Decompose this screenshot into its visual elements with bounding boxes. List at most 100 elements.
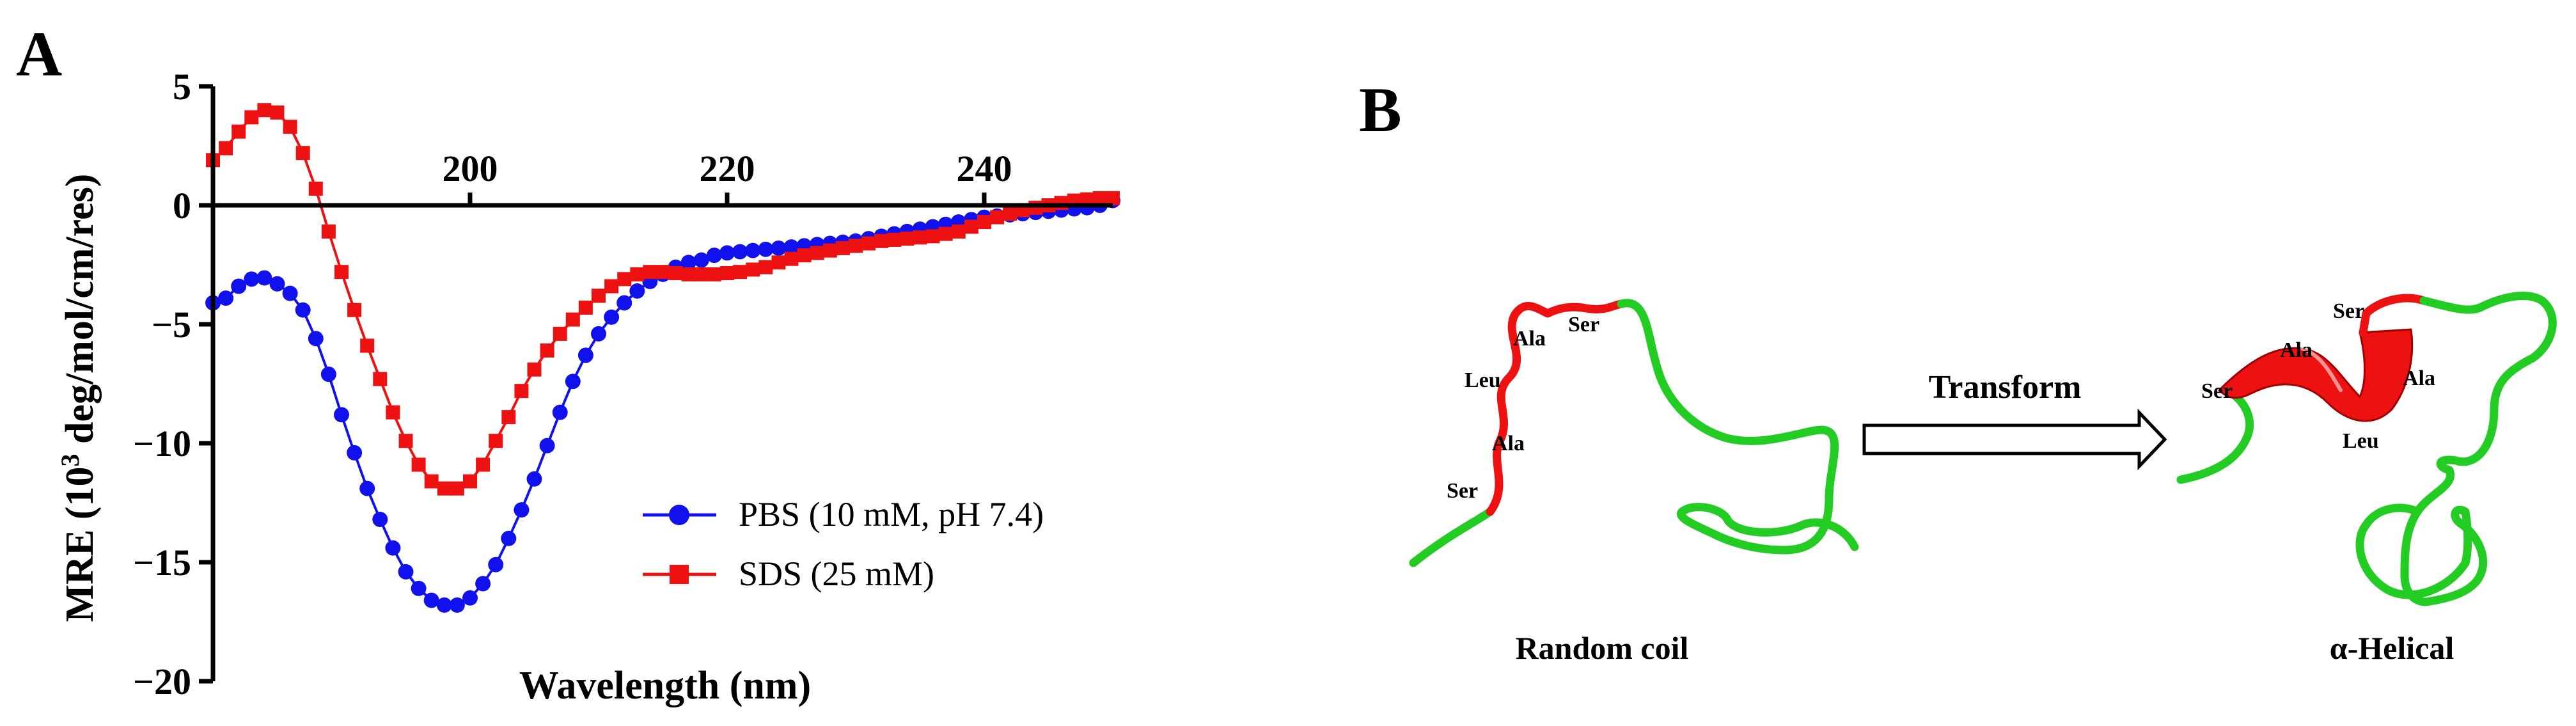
sds-point	[668, 266, 683, 281]
sds-point	[347, 303, 362, 317]
random-coil-red-segment	[1486, 299, 1626, 516]
sds-point	[578, 300, 593, 315]
sds-point	[990, 210, 1005, 225]
pbs-point	[398, 564, 414, 580]
sds-point	[321, 224, 336, 239]
sds-point	[489, 434, 503, 448]
transform-arrow: Transform	[1862, 369, 2167, 471]
sds-point	[398, 434, 413, 448]
sds-point	[822, 243, 837, 258]
pbs-line	[212, 199, 1113, 606]
sds-point	[656, 265, 670, 280]
helix-green-loop	[2355, 292, 2557, 606]
pbs-point	[218, 290, 234, 306]
helix-residue-2: Ala	[2280, 338, 2313, 362]
sds-point	[1080, 192, 1094, 207]
x-axis-title: Wavelength (nm)	[519, 664, 811, 707]
pbs-point	[411, 580, 427, 596]
helix-green-tail-left	[2176, 386, 2254, 484]
pbs-point	[231, 278, 247, 294]
pbs-point	[526, 471, 542, 487]
random-coil-residue-3: Leu	[1465, 368, 1501, 392]
sds-point	[437, 481, 452, 496]
pbs-point	[256, 270, 272, 286]
x-tick-label: 200	[443, 148, 498, 189]
panel-a-letter: A	[16, 19, 62, 90]
sds-point	[617, 272, 632, 287]
pbs-point	[282, 285, 298, 301]
sds-point	[1028, 200, 1043, 215]
pbs-point	[334, 407, 349, 423]
sds-point	[244, 110, 259, 125]
sds-point	[553, 326, 567, 341]
sds-point	[630, 267, 645, 281]
sds-point	[861, 236, 876, 251]
pbs-point	[436, 597, 452, 613]
sds-point	[849, 239, 863, 253]
sds-point	[771, 255, 786, 270]
sds-point	[784, 251, 799, 266]
random-coil-green-loop	[1617, 299, 1859, 555]
sds-point	[373, 372, 388, 386]
sds-point	[1054, 196, 1069, 210]
chart-legend: PBS (10 mM, pH 7.4) SDS (25 mM)	[643, 495, 1044, 593]
sds-point	[835, 241, 850, 255]
sds-point	[733, 265, 748, 280]
pbs-point	[308, 331, 324, 347]
pbs-point	[693, 252, 709, 268]
y-tick-label: −10	[133, 423, 191, 464]
sds-point	[1003, 207, 1017, 221]
sds-point	[540, 343, 554, 358]
pbs-point	[552, 404, 568, 420]
sds-point	[874, 233, 889, 248]
pbs-point	[244, 271, 260, 287]
legend-sds-marker	[670, 565, 689, 584]
sds-point	[900, 232, 915, 246]
pbs-point	[488, 556, 504, 572]
y-axis-title-units: deg/mol/cm/res)	[58, 174, 102, 454]
x-tick-label: 240	[957, 148, 1012, 189]
pbs-point	[617, 295, 632, 311]
pbs-point	[423, 592, 439, 608]
helix-residue-5: Leu	[2343, 429, 2379, 453]
legend-pbs-label: PBS (10 mM, pH 7.4)	[739, 495, 1044, 533]
sds-point	[334, 265, 349, 280]
pbs-point	[359, 480, 375, 496]
chart-axes	[210, 86, 1113, 681]
pbs-point	[706, 248, 722, 264]
helix-ribbon-highlight	[2300, 347, 2343, 392]
sds-point	[810, 246, 824, 260]
sds-point	[1106, 191, 1120, 205]
sds-point	[386, 405, 400, 420]
helix-red-connector	[2359, 294, 2428, 337]
pbs-point	[320, 367, 336, 383]
legend-sds-label: SDS (25 mM)	[739, 555, 934, 593]
random-coil-green-tail	[1409, 507, 1495, 567]
pbs-point	[591, 326, 606, 342]
sds-point	[938, 226, 953, 241]
sds-point	[501, 410, 516, 425]
sds-point	[720, 266, 734, 281]
y-tick-label: −20	[133, 661, 191, 702]
panel-b-letter: B	[1359, 74, 1402, 145]
sds-point	[308, 181, 323, 196]
pbs-point	[539, 438, 555, 454]
sds-point	[592, 288, 606, 303]
legend-pbs-marker	[669, 505, 689, 525]
helix-residue-3: Ser	[2333, 299, 2364, 323]
sds-point	[476, 457, 491, 472]
pbs-point	[719, 245, 735, 261]
y-tick-label: −15	[133, 542, 191, 583]
pbs-point	[475, 576, 491, 592]
sds-point	[964, 219, 978, 234]
sds-point	[270, 105, 285, 120]
sds-point	[913, 230, 927, 245]
pbs-point	[501, 530, 517, 546]
pbs-point	[385, 540, 401, 556]
sds-point	[450, 481, 464, 496]
alpha-helical-structure	[2176, 292, 2557, 606]
y-axis-title-superscript: 3	[56, 454, 84, 467]
pbs-point	[771, 240, 787, 256]
sds-point	[694, 267, 709, 281]
